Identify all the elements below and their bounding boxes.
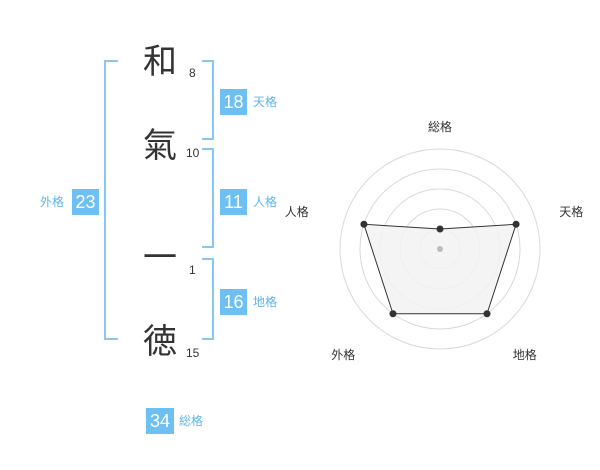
chikaku-label: 地格 [253,295,278,309]
radar-axis-label-1: 総格 [428,120,453,134]
tenkaku-value: 18 [220,89,247,115]
radar-grid-ring [339,148,541,350]
soukaku-value: 34 [146,408,174,434]
name-char-3: 一 [143,238,177,278]
tenkaku-label: 天格 [253,95,278,109]
gaikaku-bracket [104,60,118,340]
chikaku-bracket [202,258,214,340]
radar-axis-label-4: 外格 [331,347,356,362]
jinkaku-value: 11 [220,189,247,215]
radar-point-2 [512,220,520,228]
gaikaku-label: 外格 [40,195,65,209]
tenkaku-bracket [202,60,214,140]
radar-series-polygon [363,223,517,315]
radar-point-4 [389,310,397,318]
radar-point-1 [436,225,444,233]
radar-point-3 [483,310,491,318]
name-char-4: 徳 [143,322,177,362]
radar-grid-ring [359,168,521,330]
name-char-1: 和 [143,42,177,82]
radar-axis-label-3: 地格 [512,347,537,362]
radar-center-dot [437,246,443,252]
radar-axis-label-5: 人格 [284,204,309,219]
chikaku-value: 16 [220,289,247,315]
jinkaku-label: 人格 [253,195,278,209]
stroke-count-1: 8 [189,66,196,80]
stroke-count-2: 10 [186,146,200,160]
soukaku-label: 総格 [179,414,204,428]
radar-point-5 [360,220,368,228]
stroke-count-3: 1 [189,263,196,277]
gaikaku-value: 23 [72,189,99,215]
radar-axis-label-2: 天格 [559,204,584,219]
name-char-2: 氣 [143,126,177,166]
stroke-count-4: 15 [186,346,200,360]
jinkaku-bracket [202,148,214,248]
